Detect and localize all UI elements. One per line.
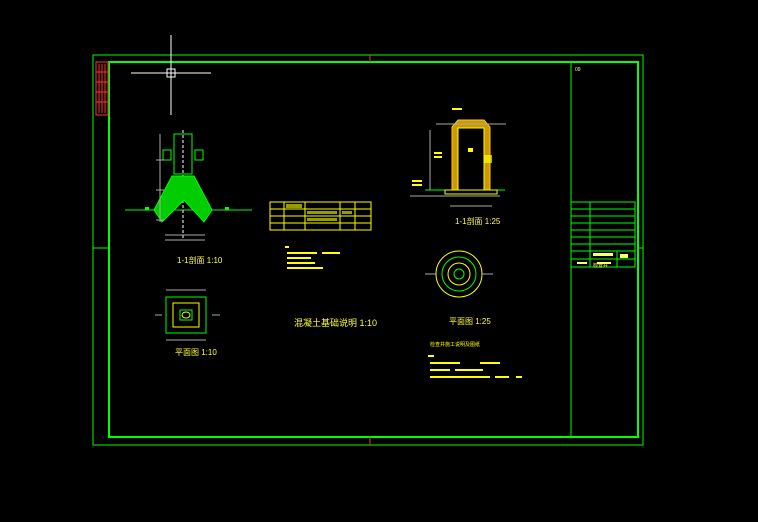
schedule-caption-label: 混凝土基础说明 1:10: [294, 318, 378, 328]
schedule-table-fill: [286, 204, 352, 221]
title-block: [570, 201, 636, 268]
title-block-marks: [577, 253, 628, 264]
notes-right: [428, 355, 522, 378]
sheet-number: 09: [575, 67, 581, 73]
plan-right-label: 平面图 1:25: [449, 317, 491, 326]
binding-strip: [95, 61, 109, 116]
crosshair-cursor-icon: [131, 35, 211, 115]
drawing-name: 检查井: [593, 263, 609, 269]
schedule-table: [269, 201, 372, 231]
notes-middle: [285, 246, 340, 269]
plan-view-left: [155, 289, 220, 341]
section-left-label: 1-1剖面 1:10: [177, 256, 223, 265]
plan-view-right: [425, 250, 493, 298]
notes-right-title: 检查井施工说明及图纸: [430, 342, 481, 348]
section-right-label: 1-1剖面 1:25: [455, 217, 501, 226]
section-view-right: [410, 108, 506, 207]
section-view-left: [125, 130, 252, 241]
plan-left-label: 平面图 1:10: [175, 348, 217, 357]
